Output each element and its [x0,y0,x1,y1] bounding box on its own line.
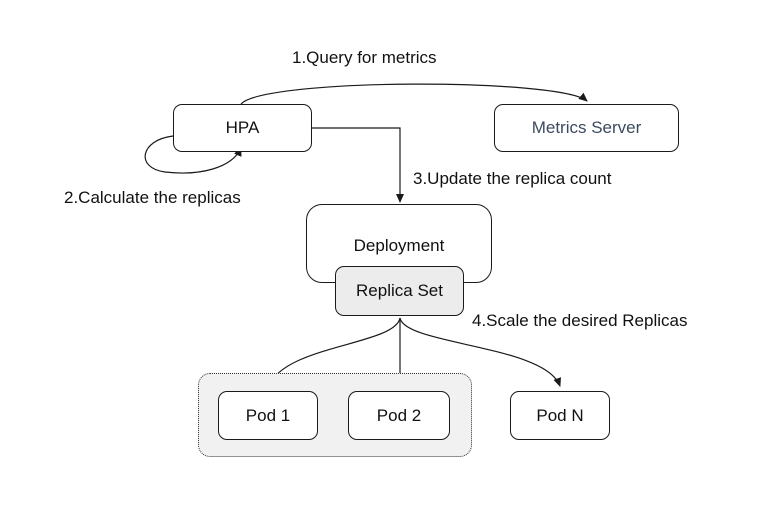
podn-node: Pod N [510,391,610,440]
metrics-server-label: Metrics Server [531,118,642,137]
arrow-update-replica-count [312,127,404,203]
pod2-node: Pod 2 [348,391,450,440]
pod1-label: Pod 1 [245,405,291,425]
step-scale-label: 4.Scale the desired Replicas [472,311,688,330]
arrow-calculate-replicas [144,135,242,174]
hpa-node: HPA [173,104,312,152]
step-calculate-label: 2.Calculate the replicas [64,188,241,207]
step-update-label: 3.Update the replica count [413,169,612,188]
arrow-query-metrics [240,83,588,105]
podn-label: Pod N [536,405,584,425]
step-query-label: 1.Query for metrics [292,48,437,67]
arrow-to-podn [399,317,561,387]
pod1-node: Pod 1 [218,391,318,440]
replica-set-node: Replica Set [335,266,464,316]
metrics-server-node: Metrics Server [494,104,679,152]
replica-set-label: Replica Set [356,281,443,300]
deployment-label: Deployment [353,236,445,255]
hpa-label: HPA [225,118,260,137]
pod2-label: Pod 2 [376,405,422,425]
